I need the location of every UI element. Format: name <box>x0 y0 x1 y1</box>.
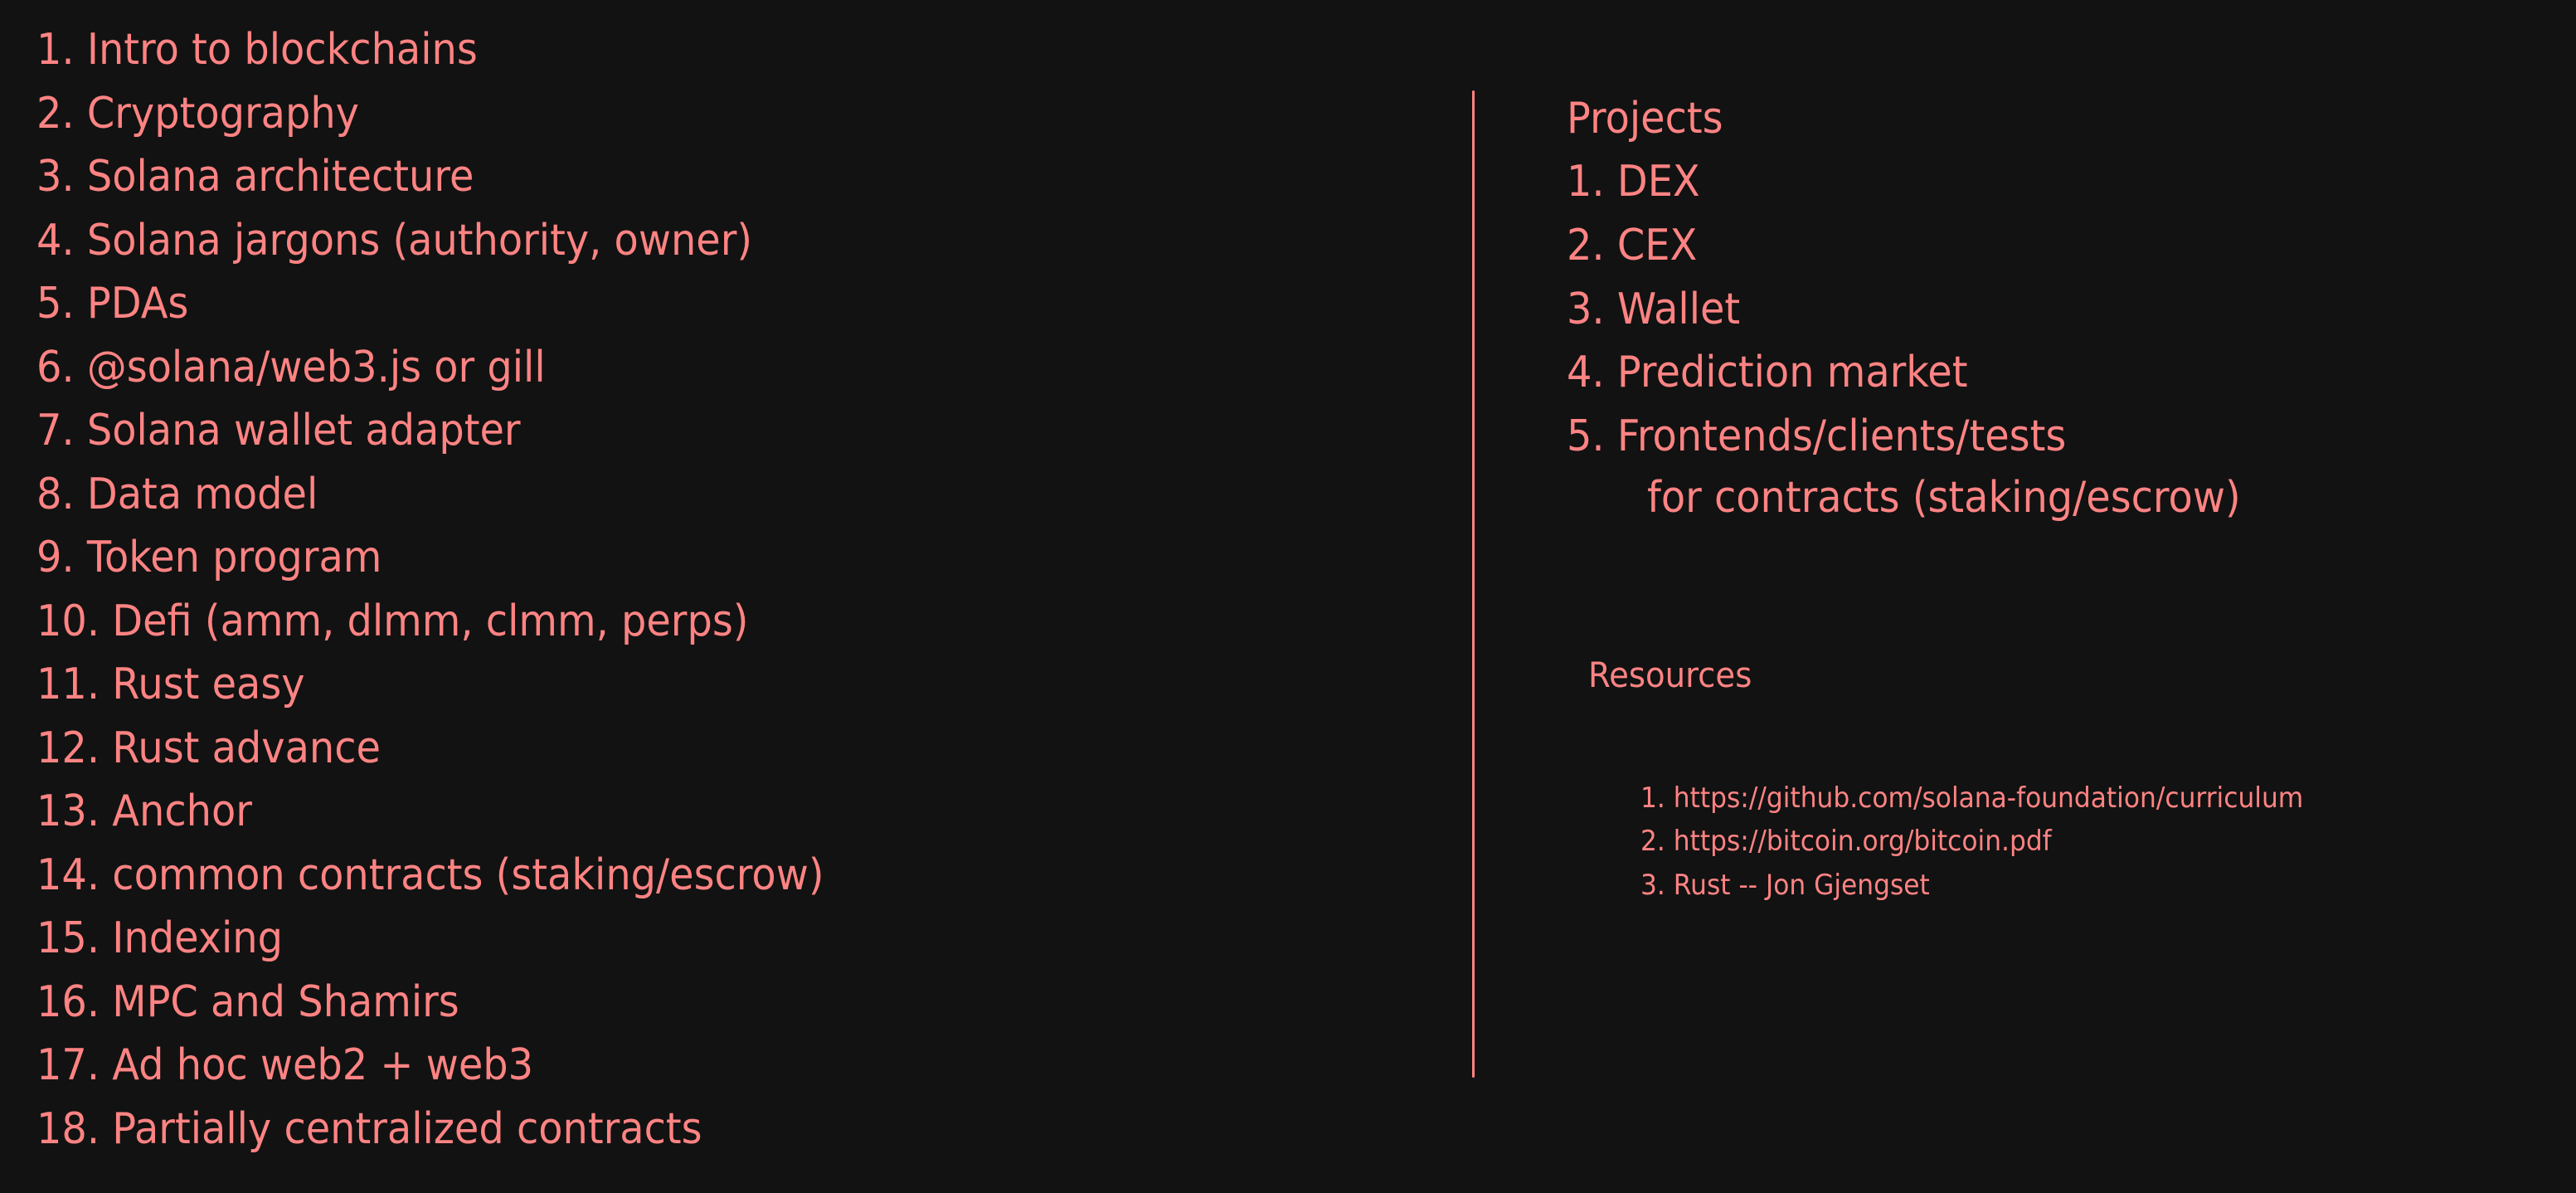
project-item: 4. Prediction market <box>1567 348 1968 397</box>
curriculum-item: 7. Solana wallet adapter <box>36 406 521 455</box>
project-item: 1. DEX <box>1567 157 1700 207</box>
curriculum-item: 18. Partially centralized contracts <box>36 1103 702 1154</box>
project-item: 5. Frontends/clients/tests <box>1567 411 2067 461</box>
curriculum-item: 10. Defi (amm, dlmm, clmm, perps) <box>36 596 749 646</box>
curriculum-item: 12. Rust advance <box>36 723 381 773</box>
project-item: 2. CEX <box>1567 221 1698 270</box>
curriculum-item: 14. common contracts (staking/escrow) <box>36 850 824 900</box>
resource-item: 1. https://github.com/solana-foundation/… <box>1640 782 2304 815</box>
curriculum-item: 4. Solana jargons (authority, owner) <box>36 215 753 265</box>
curriculum-item: 9. Token program <box>36 533 382 582</box>
project-item-continuation: for contracts (staking/escrow) <box>1647 473 2241 523</box>
project-item: 3. Wallet <box>1567 285 1741 334</box>
resources-title: Resources <box>1588 655 1752 695</box>
curriculum-item: 8. Data model <box>36 469 318 519</box>
curriculum-item: 17. Ad hoc web2 + web3 <box>36 1040 534 1090</box>
curriculum-item: 13. Anchor <box>36 786 252 836</box>
curriculum-item: 11. Rust easy <box>36 660 305 709</box>
curriculum-item: 2. Cryptography <box>36 88 359 139</box>
projects-title: Projects <box>1567 94 1723 144</box>
vertical-divider <box>1472 90 1475 1078</box>
curriculum-item: 6. @solana/web3.js or gill <box>36 342 546 392</box>
curriculum-item: 3. Solana architecture <box>36 152 474 202</box>
curriculum-item: 1. Intro to blockchains <box>36 25 478 75</box>
resource-item: 3. Rust -- Jon Gjengset <box>1640 869 1930 902</box>
resource-item: 2. https://bitcoin.org/bitcoin.pdf <box>1640 825 2052 858</box>
curriculum-item: 16. MPC and Shamirs <box>36 976 459 1027</box>
curriculum-item: 15. Indexing <box>36 913 283 963</box>
curriculum-item: 5. PDAs <box>36 279 189 329</box>
